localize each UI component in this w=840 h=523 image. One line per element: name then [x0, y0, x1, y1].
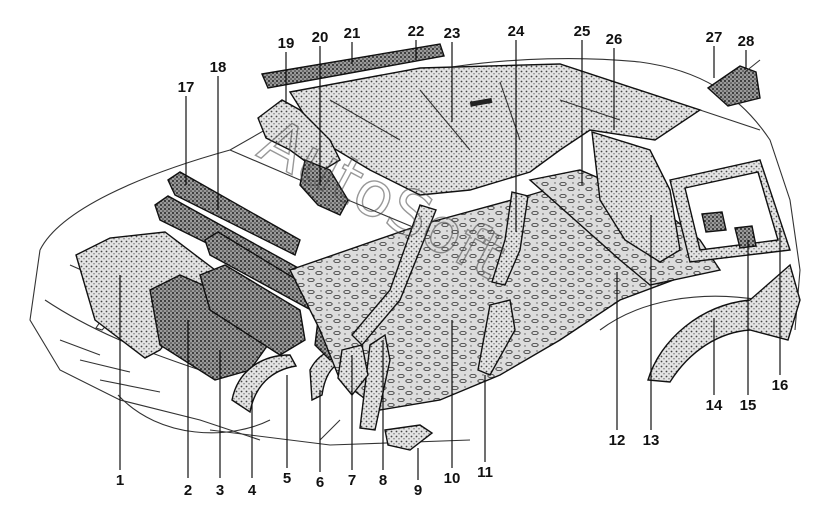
callout-16: 16 — [772, 377, 789, 394]
callout-5: 5 — [283, 470, 291, 487]
rear-quarter-panel — [591, 131, 681, 263]
firewall-insulation-upper — [167, 171, 301, 256]
callout-19: 19 — [278, 35, 295, 52]
dome-light-cutout — [469, 97, 493, 107]
rear-window-frame — [669, 159, 791, 263]
headliner-seams — [329, 81, 621, 151]
seat-mount-bracket — [337, 344, 369, 397]
tunnel-insulation — [199, 264, 306, 356]
callout-25: 25 — [574, 23, 591, 40]
rear-wheel-arch — [647, 263, 801, 383]
callout-17: 17 — [178, 79, 195, 96]
callout-23: 23 — [444, 25, 461, 42]
callout-20: 20 — [312, 29, 329, 46]
sill-trim-rear — [477, 299, 516, 376]
leader-lines — [119, 40, 781, 480]
callout-4: 4 — [248, 482, 257, 499]
bracket-screw — [744, 59, 761, 73]
callout-3: 3 — [216, 482, 224, 499]
callout-9: 9 — [414, 482, 422, 499]
callout-2: 2 — [184, 482, 192, 499]
callout-18: 18 — [210, 59, 227, 76]
callout-22: 22 — [408, 23, 425, 40]
callout-27: 27 — [706, 29, 723, 46]
callout-6: 6 — [316, 474, 324, 491]
callout-8: 8 — [379, 472, 387, 489]
callout-7: 7 — [348, 472, 356, 489]
headliner-panel — [288, 63, 702, 196]
callout-12: 12 — [609, 432, 626, 449]
callout-13: 13 — [643, 432, 660, 449]
door-seal-piece — [299, 159, 349, 216]
front-wheel-arch-left — [231, 354, 298, 414]
callout-11: 11 — [477, 464, 493, 481]
callout-26: 26 — [606, 31, 623, 48]
callout-10: 10 — [444, 470, 461, 487]
sill-plate — [384, 424, 434, 451]
callout-14: 14 — [706, 397, 723, 414]
callout-21: 21 — [344, 25, 361, 42]
c-pillar-diagonal — [491, 191, 529, 286]
callout-28: 28 — [738, 33, 755, 50]
roof-rail-strip — [261, 43, 445, 89]
footwell-insulation — [149, 274, 276, 381]
rear-corner-bracket — [734, 225, 757, 249]
callout-1: 1 — [116, 472, 124, 489]
callout-15: 15 — [740, 397, 757, 414]
tail-light-bracket — [706, 65, 761, 107]
callout-24: 24 — [508, 23, 525, 40]
rear-side-trim — [701, 211, 727, 233]
